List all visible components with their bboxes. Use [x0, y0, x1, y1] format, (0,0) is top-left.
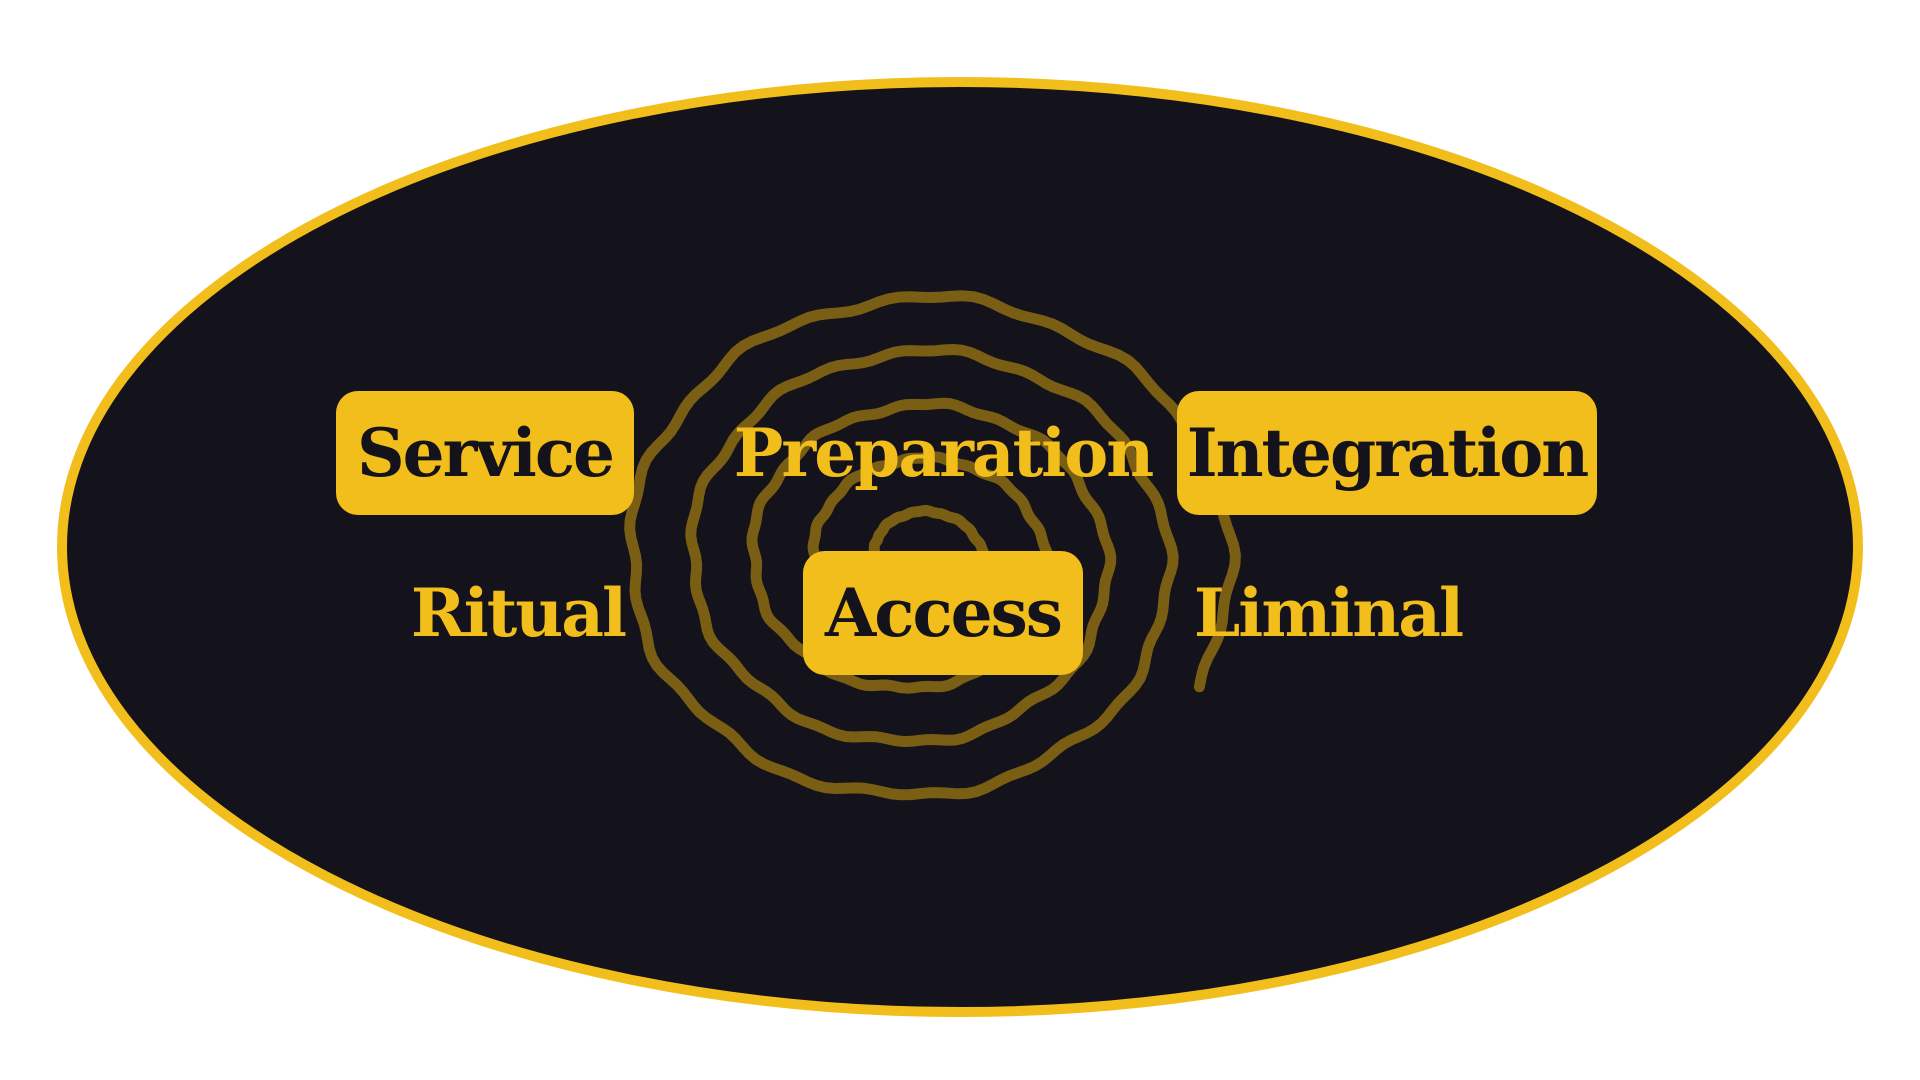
integration-label: Integration — [1177, 391, 1597, 515]
liminal-label: Liminal — [1193, 574, 1464, 652]
spiral-icon — [624, 290, 1241, 801]
service-label: Service — [336, 391, 634, 515]
outer-ellipse — [57, 77, 1863, 1017]
spiral-stroke — [624, 290, 1241, 801]
preparation-label: Preparation — [733, 414, 1154, 492]
ritual-label: Ritual — [410, 574, 627, 652]
access-label: Access — [803, 551, 1083, 675]
